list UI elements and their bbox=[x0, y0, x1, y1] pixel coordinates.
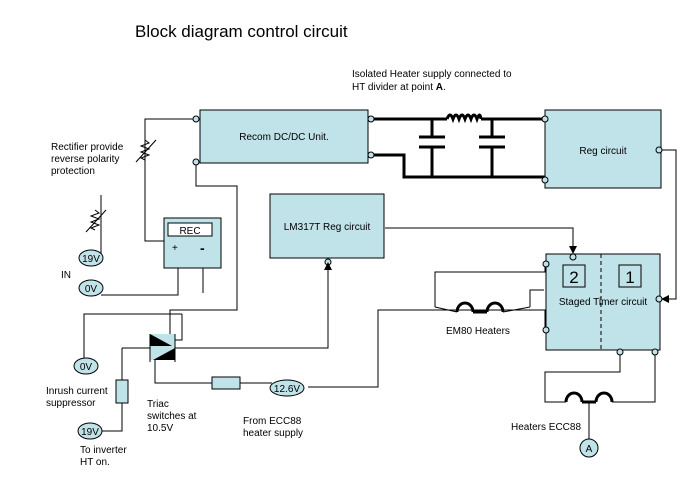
triac-note-line1: Triac bbox=[147, 399, 169, 410]
capacitor-left bbox=[419, 135, 445, 149]
series-resistor bbox=[211, 376, 241, 390]
arrow-to-timer-right bbox=[661, 295, 669, 303]
inrush-note-line2: suppressor bbox=[46, 398, 96, 409]
em80-heater-coil bbox=[455, 301, 505, 313]
terminal-19v-top-label: 19V bbox=[82, 254, 100, 265]
point-a-label: A bbox=[586, 444, 593, 455]
lm317-reg-block bbox=[269, 193, 385, 259]
rectifier-note-line1: Rectifier provide bbox=[51, 142, 124, 153]
inrush-note-line1: Inrush current bbox=[46, 386, 108, 397]
timer-stage2-box bbox=[562, 264, 586, 288]
ht-supply-wiring bbox=[371, 117, 545, 179]
terminal-0v-top-label: 0V bbox=[85, 284, 98, 295]
rec-minus-label: - bbox=[200, 240, 205, 256]
rectifier-note-line2: reverse polarity bbox=[51, 154, 119, 165]
terminal-0v-bottom bbox=[73, 357, 99, 375]
isolated-heater-note-line2: HT divider at point A. bbox=[352, 82, 446, 93]
inverter-note-line1: To inverter bbox=[80, 445, 127, 456]
variable-resistor-bottom bbox=[85, 209, 107, 233]
terminal-0v-top bbox=[78, 279, 104, 297]
inrush-resistor bbox=[115, 379, 129, 404]
triac-icon bbox=[149, 334, 176, 362]
arrow-to-lm317 bbox=[324, 262, 332, 270]
wiring bbox=[83, 118, 677, 440]
lm317-reg-label: LM317T Reg circuit bbox=[284, 222, 371, 233]
rec-plus-label: + bbox=[172, 243, 178, 254]
recom-dcdc-label: Recom DC/DC Unit. bbox=[239, 132, 328, 143]
in-label: IN bbox=[61, 270, 71, 281]
timer-stage2-label: 2 bbox=[569, 268, 578, 287]
rec-label: REC bbox=[179, 226, 200, 237]
variable-resistor-top bbox=[135, 139, 157, 163]
terminal-19v-top bbox=[78, 249, 104, 267]
terminal-19v-bottom-label: 19V bbox=[81, 427, 99, 438]
inductor-coil bbox=[445, 113, 483, 124]
reg-circuit-block bbox=[544, 109, 662, 189]
ecc88-heater-coil bbox=[564, 391, 614, 403]
em80-heaters-label: EM80 Heaters bbox=[446, 326, 510, 337]
point-a-terminal bbox=[579, 438, 599, 458]
capacitor-right bbox=[479, 135, 505, 149]
diagram-title: Block diagram control circuit bbox=[135, 22, 348, 41]
ecc88-supply-note-line1: From ECC88 bbox=[243, 416, 302, 427]
arrow-to-timer bbox=[569, 246, 577, 254]
timer-stage1-box bbox=[618, 264, 642, 288]
terminal-12-6v-label: 12.6V bbox=[274, 384, 300, 395]
terminal-12-6v bbox=[269, 379, 305, 397]
triac-note-line2: switches at bbox=[147, 411, 197, 422]
terminal-0v-bottom-label: 0V bbox=[80, 362, 93, 373]
recom-dcdc-block bbox=[199, 109, 369, 164]
triac-note-line3: 10.5V bbox=[147, 423, 173, 434]
heaters-ecc88-label: Heaters ECC88 bbox=[511, 422, 581, 433]
terminal-19v-bottom bbox=[77, 422, 103, 440]
reg-circuit-label: Reg circuit bbox=[579, 146, 626, 157]
rectifier-note-line3: protection bbox=[51, 166, 95, 177]
rec-label-box bbox=[167, 222, 213, 237]
isolated-heater-note-line1: Isolated Heater supply connected to bbox=[352, 69, 512, 80]
timer-stage1-label: 1 bbox=[625, 268, 634, 287]
inverter-note-line2: HT on. bbox=[80, 457, 110, 468]
staged-timer-label: Staged Timer circuit bbox=[559, 297, 648, 308]
ecc88-supply-note-line2: heater supply bbox=[243, 428, 303, 439]
